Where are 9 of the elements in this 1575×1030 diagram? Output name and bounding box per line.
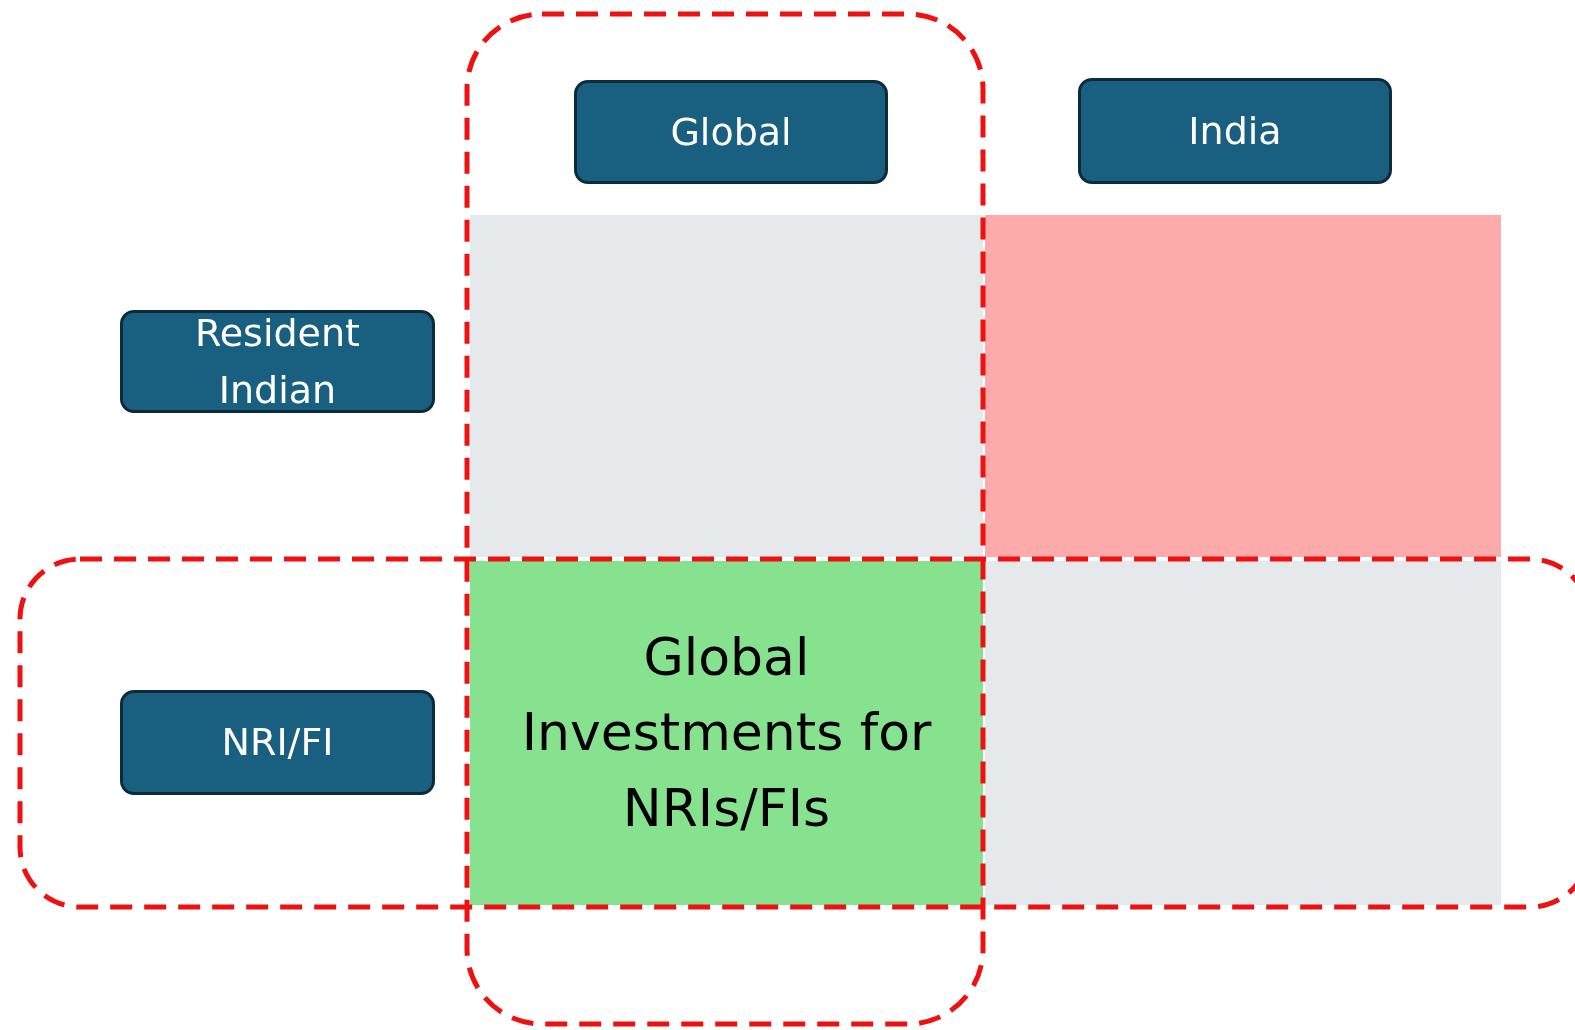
matrix-cell <box>985 561 1501 905</box>
header-box: Resident Indian <box>120 310 435 413</box>
header-box: India <box>1078 78 1392 184</box>
header-box: NRI/FI <box>120 690 435 795</box>
matrix-cell <box>470 561 983 905</box>
header-box: Global <box>574 80 888 184</box>
cell-text: Global Investments for NRIs/FIs <box>520 625 933 840</box>
matrix-cell <box>985 215 1501 557</box>
matrix-cell <box>470 215 983 557</box>
